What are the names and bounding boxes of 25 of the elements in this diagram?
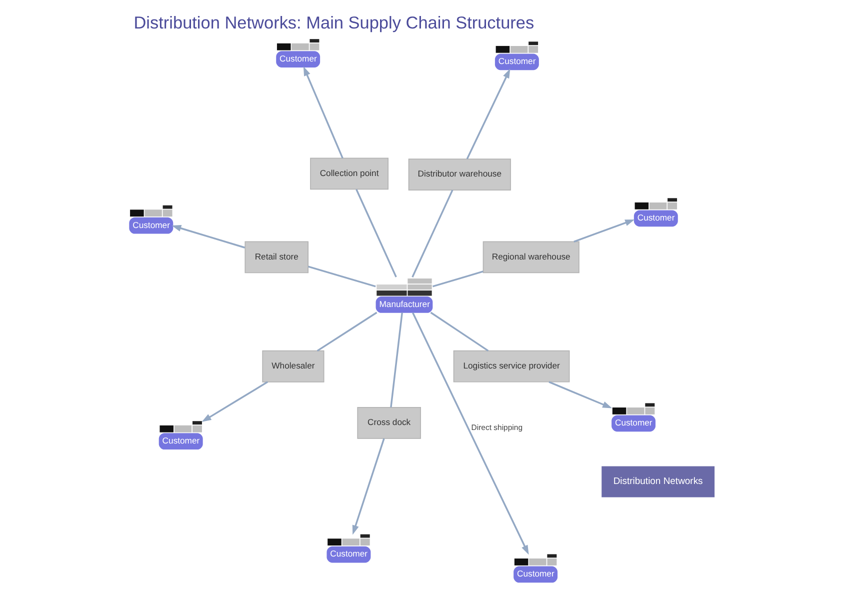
node-box: Retail store [244, 241, 309, 274]
connector [316, 312, 378, 352]
node-box: Logistics service provider [453, 350, 570, 382]
node-box: Regional warehouse [482, 241, 580, 274]
diagram-title: Distribution Networks: Main Supply Chain Structures [134, 12, 534, 33]
node-box: Distributor warehouse [408, 158, 511, 190]
arrow [412, 312, 529, 555]
connector [432, 270, 484, 288]
arrow [548, 381, 612, 408]
edge-label: Direct shipping [471, 423, 523, 432]
connector [390, 312, 403, 408]
connector [412, 190, 454, 278]
connector [356, 189, 397, 278]
node-box: Cross dock [357, 407, 421, 439]
arrow [202, 381, 268, 422]
arrow [172, 225, 246, 248]
arrow [303, 66, 344, 158]
arrow [466, 68, 510, 160]
connector [430, 312, 489, 352]
node-box: Wholesaler [262, 350, 324, 382]
node-box: Collection point [310, 158, 389, 190]
arrow [574, 220, 635, 242]
connector [308, 266, 376, 288]
arrow [352, 438, 385, 535]
label: Distribution Networks [613, 476, 703, 488]
